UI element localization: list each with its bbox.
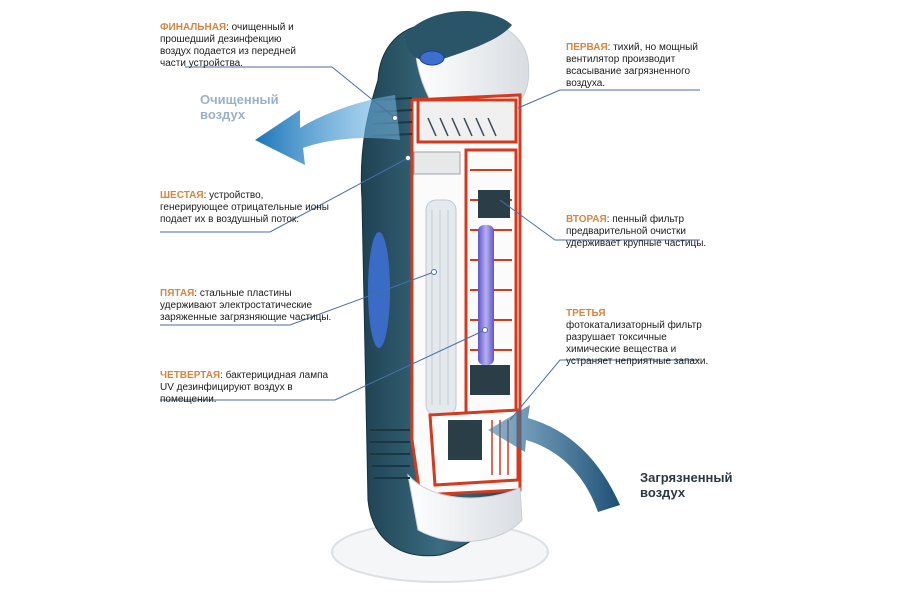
callout-second-title: ВТОРАЯ xyxy=(566,214,607,225)
dirty-air-arrow xyxy=(488,405,620,512)
leader-dots xyxy=(392,115,488,333)
callout-third-title: ТРЕТЬЯ xyxy=(566,308,606,319)
uv-lamp xyxy=(478,225,494,365)
side-window xyxy=(368,232,390,348)
bottom-intake-shell xyxy=(407,473,523,542)
callout-fourth-text: : бактерицидная лампа UV дезинфицируют в… xyxy=(160,370,329,405)
callout-final-text: : очищенный и прошедший дезинфекцию возд… xyxy=(160,22,297,69)
callout-fifth-text: : стальные пластины удерживают электрост… xyxy=(160,288,332,323)
steel-plates xyxy=(425,199,457,416)
callout-sixth-title: ШЕСТАЯ xyxy=(160,190,204,201)
plate-lines xyxy=(431,210,449,405)
lamp-bracket-bottom xyxy=(470,365,510,395)
ion-generator xyxy=(413,151,461,175)
callout-final-title: ФИНАЛЬНАЯ xyxy=(160,22,227,33)
lower-grille xyxy=(370,429,410,479)
power-button xyxy=(419,50,445,66)
callout-sixth-text: : устройство, генерирующее отрицательные… xyxy=(160,190,329,225)
callout-fifth: ПЯТАЯ: стальные пластины удерживают элек… xyxy=(160,288,335,324)
callout-fourth: ЧЕТВЕРТАЯ: бактерицидная лампа UV дезинф… xyxy=(160,370,330,406)
flow-label-clean: Очищенный воздух xyxy=(200,92,279,122)
callout-second: ВТОРАЯ: пенный фильтр предварительной оч… xyxy=(566,214,716,250)
bottom-module xyxy=(448,420,482,460)
top-handle xyxy=(405,11,512,62)
leader-sixth xyxy=(160,157,409,233)
callout-third: ТРЕТЬЯ фотокатализаторный фильтр разруша… xyxy=(566,308,716,368)
callout-first-text: : тихий, но мощный вентилятор производит… xyxy=(566,42,698,89)
clean-air-arrow xyxy=(255,95,400,165)
fan-blades xyxy=(427,117,497,137)
callout-final: ФИНАЛЬНАЯ: очищенный и прошедший дезинфе… xyxy=(160,22,310,70)
fan-housing xyxy=(416,98,518,144)
leader-first xyxy=(517,89,700,109)
callout-first: ПЕРВАЯ: тихий, но мощный вентилятор прои… xyxy=(566,42,716,90)
leader-final xyxy=(185,66,396,119)
leader-lines xyxy=(160,66,700,421)
callout-third-text: фотокатализаторный фильтр разрушает токс… xyxy=(566,320,709,367)
leader-third xyxy=(509,359,700,421)
flow-label-dirty: Загрязненный воздух xyxy=(640,470,733,500)
callout-fifth-title: ПЯТАЯ xyxy=(160,288,195,299)
leader-fourth xyxy=(160,329,486,401)
leader-fifth xyxy=(160,271,435,326)
callout-sixth: ШЕСТАЯ: устройство, генерирующее отрицат… xyxy=(160,190,330,226)
callout-second-text: : пенный фильтр предварительной очистки … xyxy=(566,214,707,249)
leader-second xyxy=(499,199,700,241)
callout-first-title: ПЕРВАЯ xyxy=(566,42,608,53)
callout-fourth-title: ЧЕТВЕРТАЯ xyxy=(160,370,221,381)
